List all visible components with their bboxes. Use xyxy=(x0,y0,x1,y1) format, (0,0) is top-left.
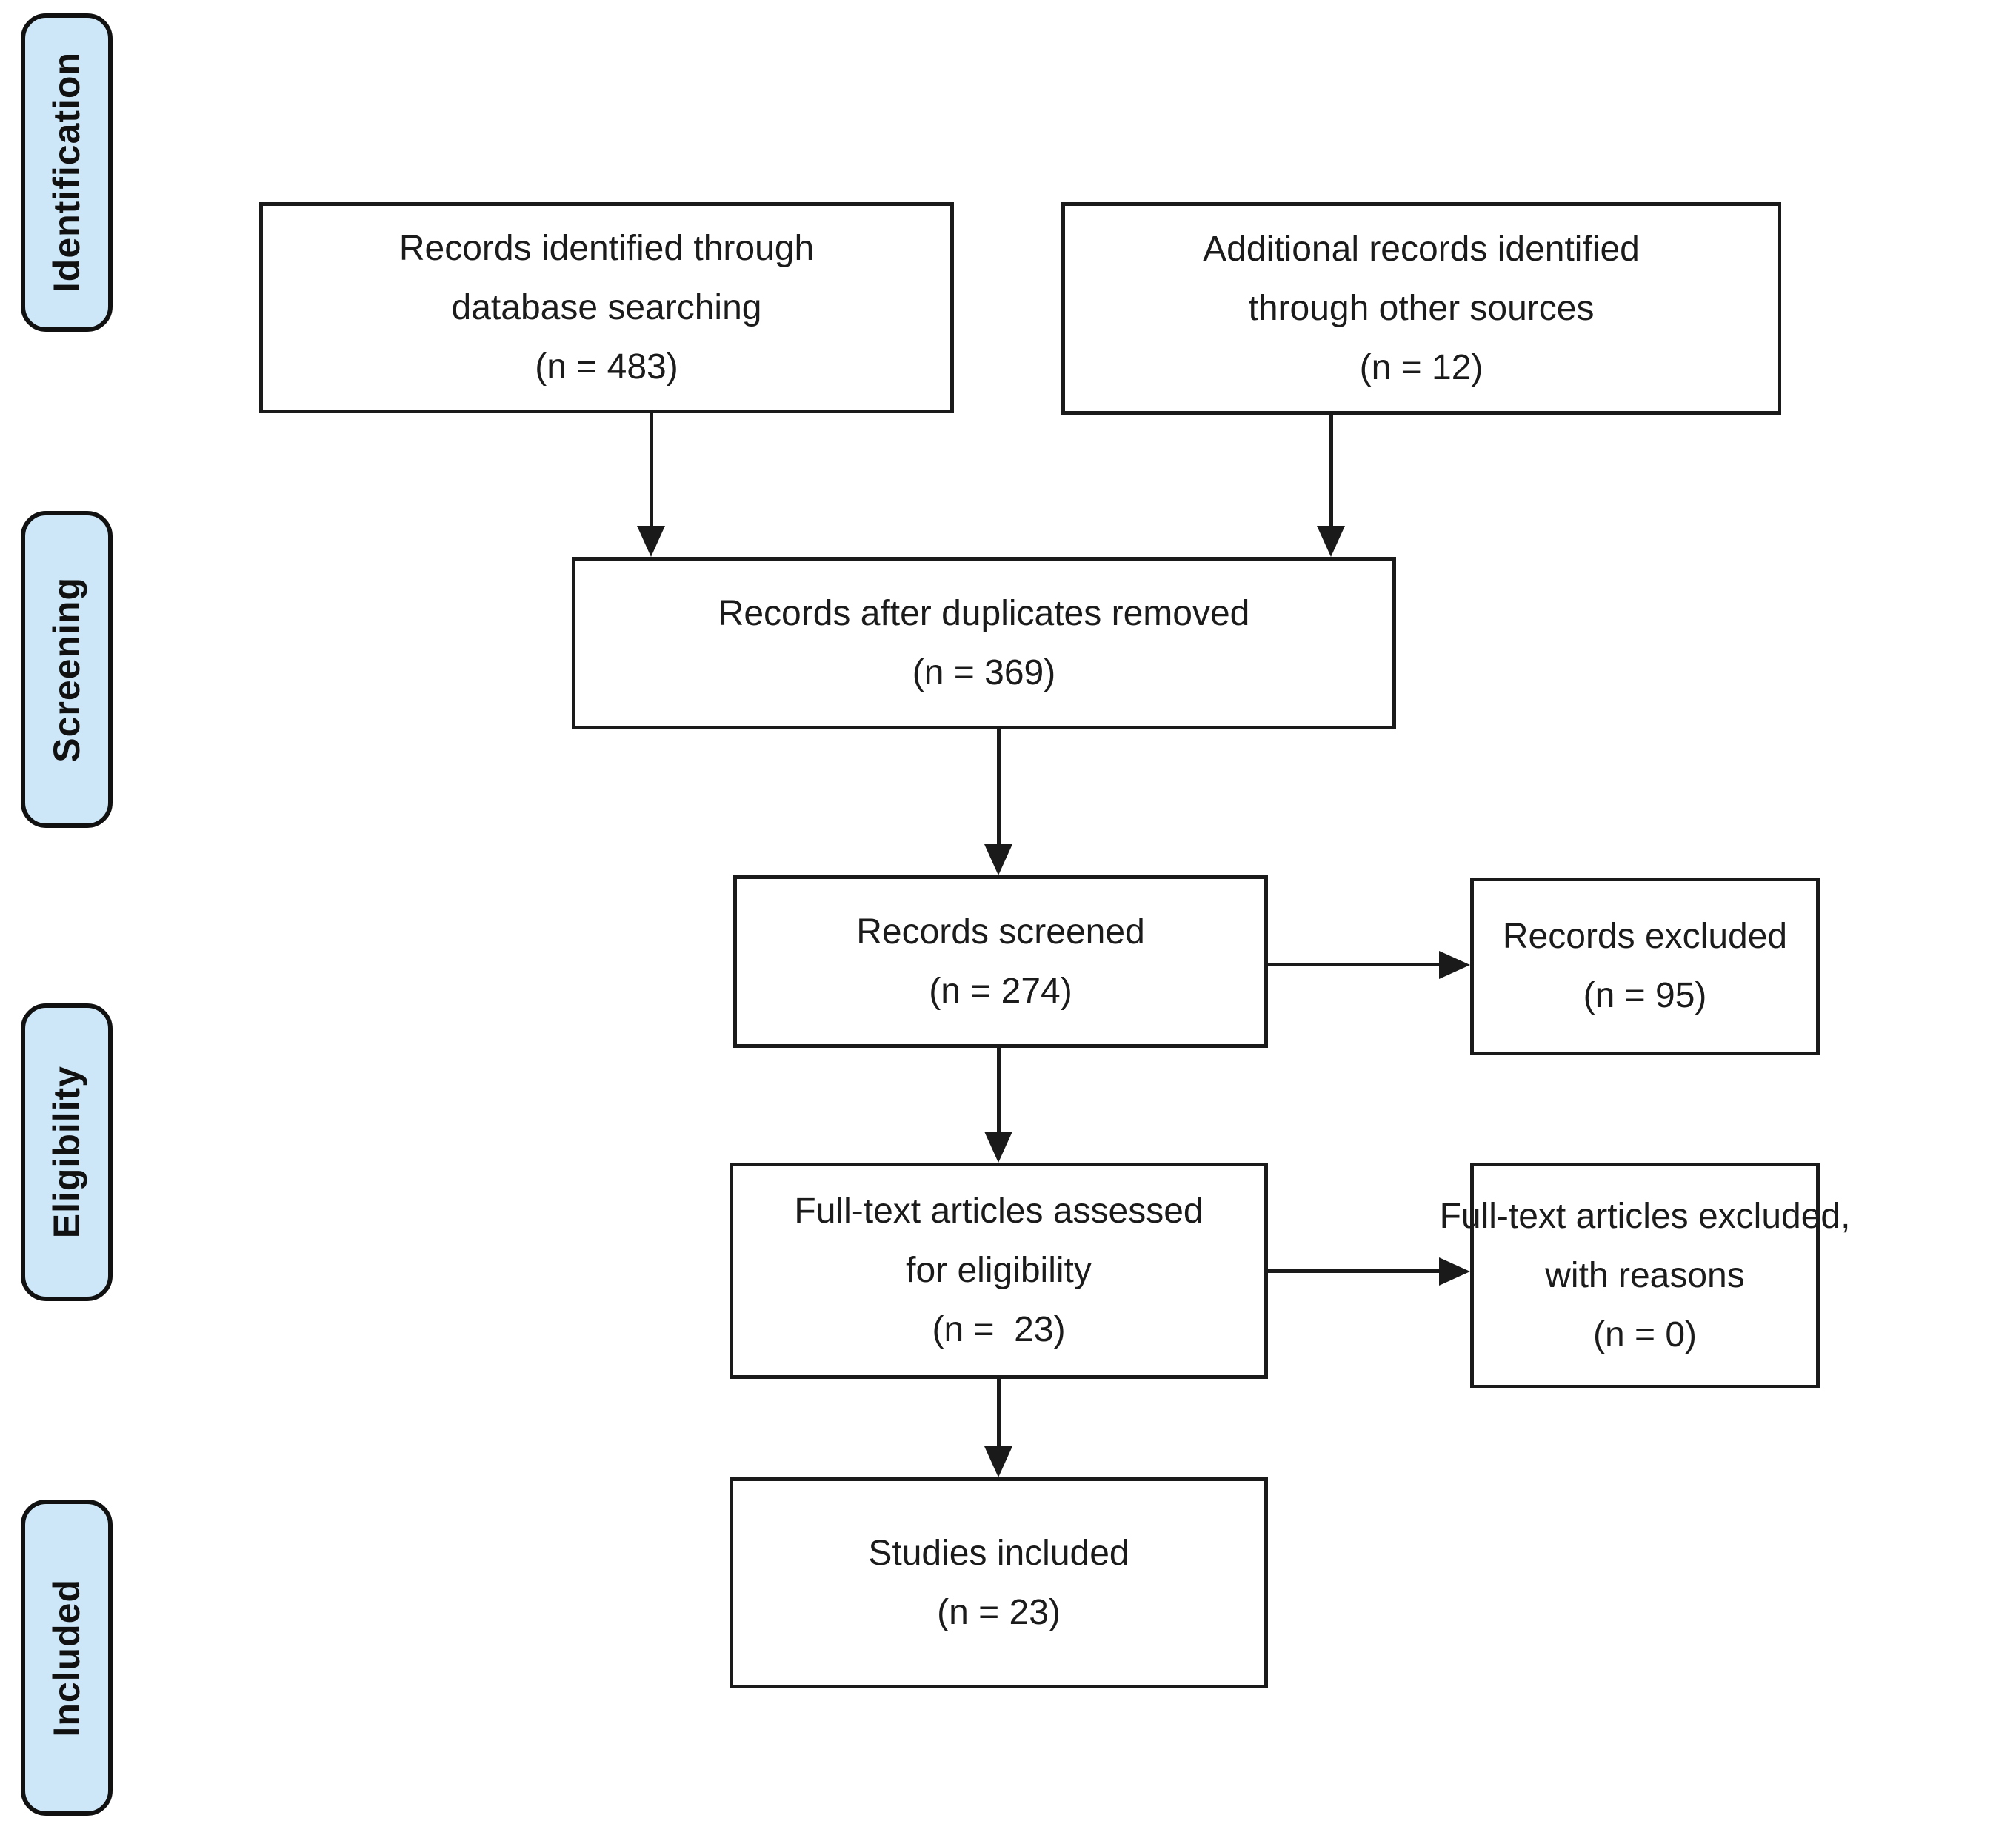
arrow-line-screened-to-fulltext xyxy=(997,1048,1001,1134)
box-after-duplicates: Records after duplicates removed (n = 36… xyxy=(572,557,1396,729)
arrowhead-down-icon xyxy=(984,1446,1012,1477)
box-studies-included: Studies included (n = 23) xyxy=(730,1477,1268,1688)
stage-label-included: Included xyxy=(21,1500,113,1816)
stage-label-text: Identification xyxy=(46,52,87,293)
box-records-identified: Records identified through database sear… xyxy=(259,202,954,413)
box-count-line: (n = 0) xyxy=(1592,1314,1698,1354)
stage-label-screening: Screening xyxy=(21,511,113,828)
box-count-line: (n = 12) xyxy=(1359,347,1483,387)
stage-label-eligibility: Eligibility xyxy=(21,1003,113,1301)
box-additional-records: Additional records identified through ot… xyxy=(1061,202,1781,415)
box-text-line: Full-text articles excluded, xyxy=(1439,1196,1851,1236)
box-count-line: (n = 369) xyxy=(912,652,1056,692)
box-text-line: Records identified through xyxy=(398,228,815,268)
box-records-excluded: Records excluded (n = 95) xyxy=(1470,878,1820,1055)
box-count-line: (n = 23) xyxy=(932,1310,1066,1349)
box-count-line: (n = 95) xyxy=(1583,976,1707,1015)
box-count-line: (n = 274) xyxy=(929,971,1072,1011)
box-fulltext-assessed: Full-text articles assessed for eligibil… xyxy=(730,1163,1268,1379)
box-text-line: Studies included xyxy=(868,1533,1129,1573)
box-text-line: Records screened xyxy=(856,912,1145,952)
box-fulltext-excluded: Full-text articles excluded, with reason… xyxy=(1440,1163,1850,1388)
arrow-line-identified-to-duplicates xyxy=(650,413,653,529)
arrowhead-down-icon xyxy=(1317,526,1345,557)
box-count-line: (n = 23) xyxy=(937,1592,1061,1632)
stage-label-identification: Identification xyxy=(21,13,113,332)
arrow-line-additional-to-duplicates xyxy=(1329,415,1333,529)
arrowhead-down-icon xyxy=(984,1132,1012,1163)
box-text-line: for eligibility xyxy=(906,1251,1092,1290)
arrowhead-down-icon xyxy=(984,844,1012,875)
arrowhead-right-icon xyxy=(1439,1257,1470,1286)
arrowhead-right-icon xyxy=(1439,951,1470,979)
stage-label-text: Eligibility xyxy=(46,1066,87,1239)
box-text-line: Records excluded xyxy=(1502,917,1788,956)
box-text-line: Records after duplicates removed xyxy=(718,593,1250,633)
box-count-line: (n = 483) xyxy=(535,347,678,387)
box-text-line: with reasons xyxy=(1545,1255,1745,1295)
box-text-line: database searching xyxy=(451,287,762,327)
arrowhead-down-icon xyxy=(637,526,665,557)
arrow-line-duplicates-to-screened xyxy=(997,729,1001,846)
box-records-screened: Records screened (n = 274) xyxy=(733,875,1268,1048)
arrow-line-fulltext-to-included xyxy=(997,1379,1001,1448)
arrow-line-fulltext-to-excluded xyxy=(1268,1269,1442,1273)
box-text-line: Additional records identified xyxy=(1203,229,1640,269)
box-text-line: through other sources xyxy=(1248,288,1595,328)
stage-label-text: Included xyxy=(46,1578,87,1737)
arrow-line-screened-to-excluded xyxy=(1268,963,1442,966)
box-text-line: Full-text articles assessed xyxy=(794,1192,1204,1231)
stage-label-text: Screening xyxy=(46,576,87,763)
